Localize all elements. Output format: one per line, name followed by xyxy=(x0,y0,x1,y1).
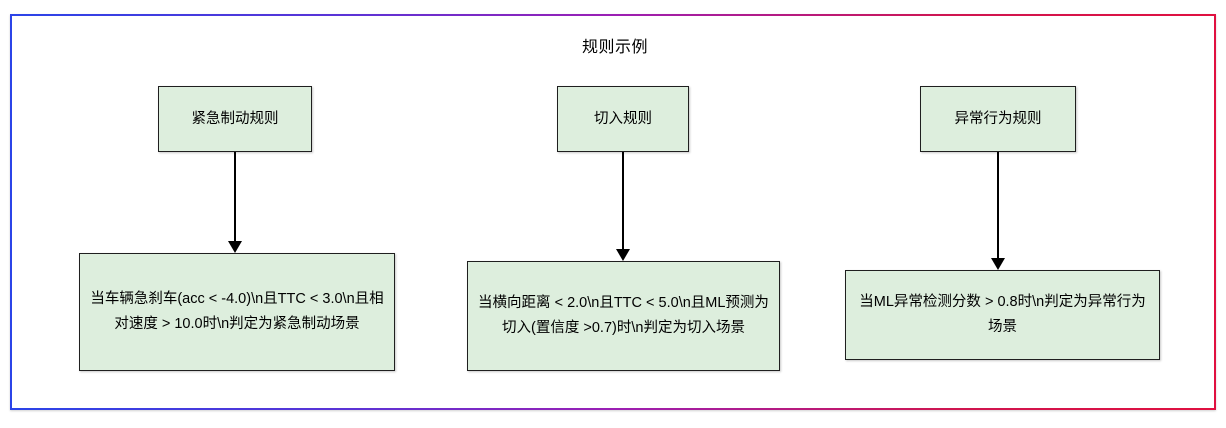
diagram-frame: 规则示例 紧急制动规则 当车辆急刹车(acc < -4.0)\n且TTC < 3… xyxy=(10,14,1216,410)
diagram-title: 规则示例 xyxy=(581,39,648,56)
rule-node-label: 异常行为规则 xyxy=(954,110,1042,127)
rule-node-emergency-brake[interactable]: 紧急制动规则 xyxy=(158,86,312,152)
arrow-emergency-brake xyxy=(228,152,242,253)
rule-description-text: 当横向距离 < 2.0\n且TTC < 5.0\n且ML预测为切入(置信度 >0… xyxy=(478,295,769,336)
rule-description-abnormal-behavior[interactable]: 当ML异常检测分数 > 0.8时\n判定为异常行为场景 xyxy=(845,270,1160,360)
rule-description-emergency-brake[interactable]: 当车辆急刹车(acc < -4.0)\n且TTC < 3.0\n且相对速度 > … xyxy=(79,253,395,371)
rule-description-text: 当车辆急刹车(acc < -4.0)\n且TTC < 3.0\n且相对速度 > … xyxy=(90,291,384,332)
arrow-shaft xyxy=(997,152,999,259)
arrow-head-icon xyxy=(991,258,1005,270)
arrow-shaft xyxy=(622,152,624,250)
rule-node-label: 紧急制动规则 xyxy=(191,110,279,127)
arrow-cut-in xyxy=(616,152,630,261)
rule-description-text: 当ML异常检测分数 > 0.8时\n判定为异常行为场景 xyxy=(859,294,1146,335)
arrow-abnormal-behavior xyxy=(991,152,1005,270)
arrow-head-icon xyxy=(228,241,242,253)
rule-node-cut-in[interactable]: 切入规则 xyxy=(557,86,689,152)
arrow-head-icon xyxy=(616,249,630,261)
rule-description-cut-in[interactable]: 当横向距离 < 2.0\n且TTC < 5.0\n且ML预测为切入(置信度 >0… xyxy=(467,261,780,371)
rule-node-abnormal-behavior[interactable]: 异常行为规则 xyxy=(920,86,1076,152)
rule-node-label: 切入规则 xyxy=(594,110,652,127)
arrow-shaft xyxy=(234,152,236,242)
